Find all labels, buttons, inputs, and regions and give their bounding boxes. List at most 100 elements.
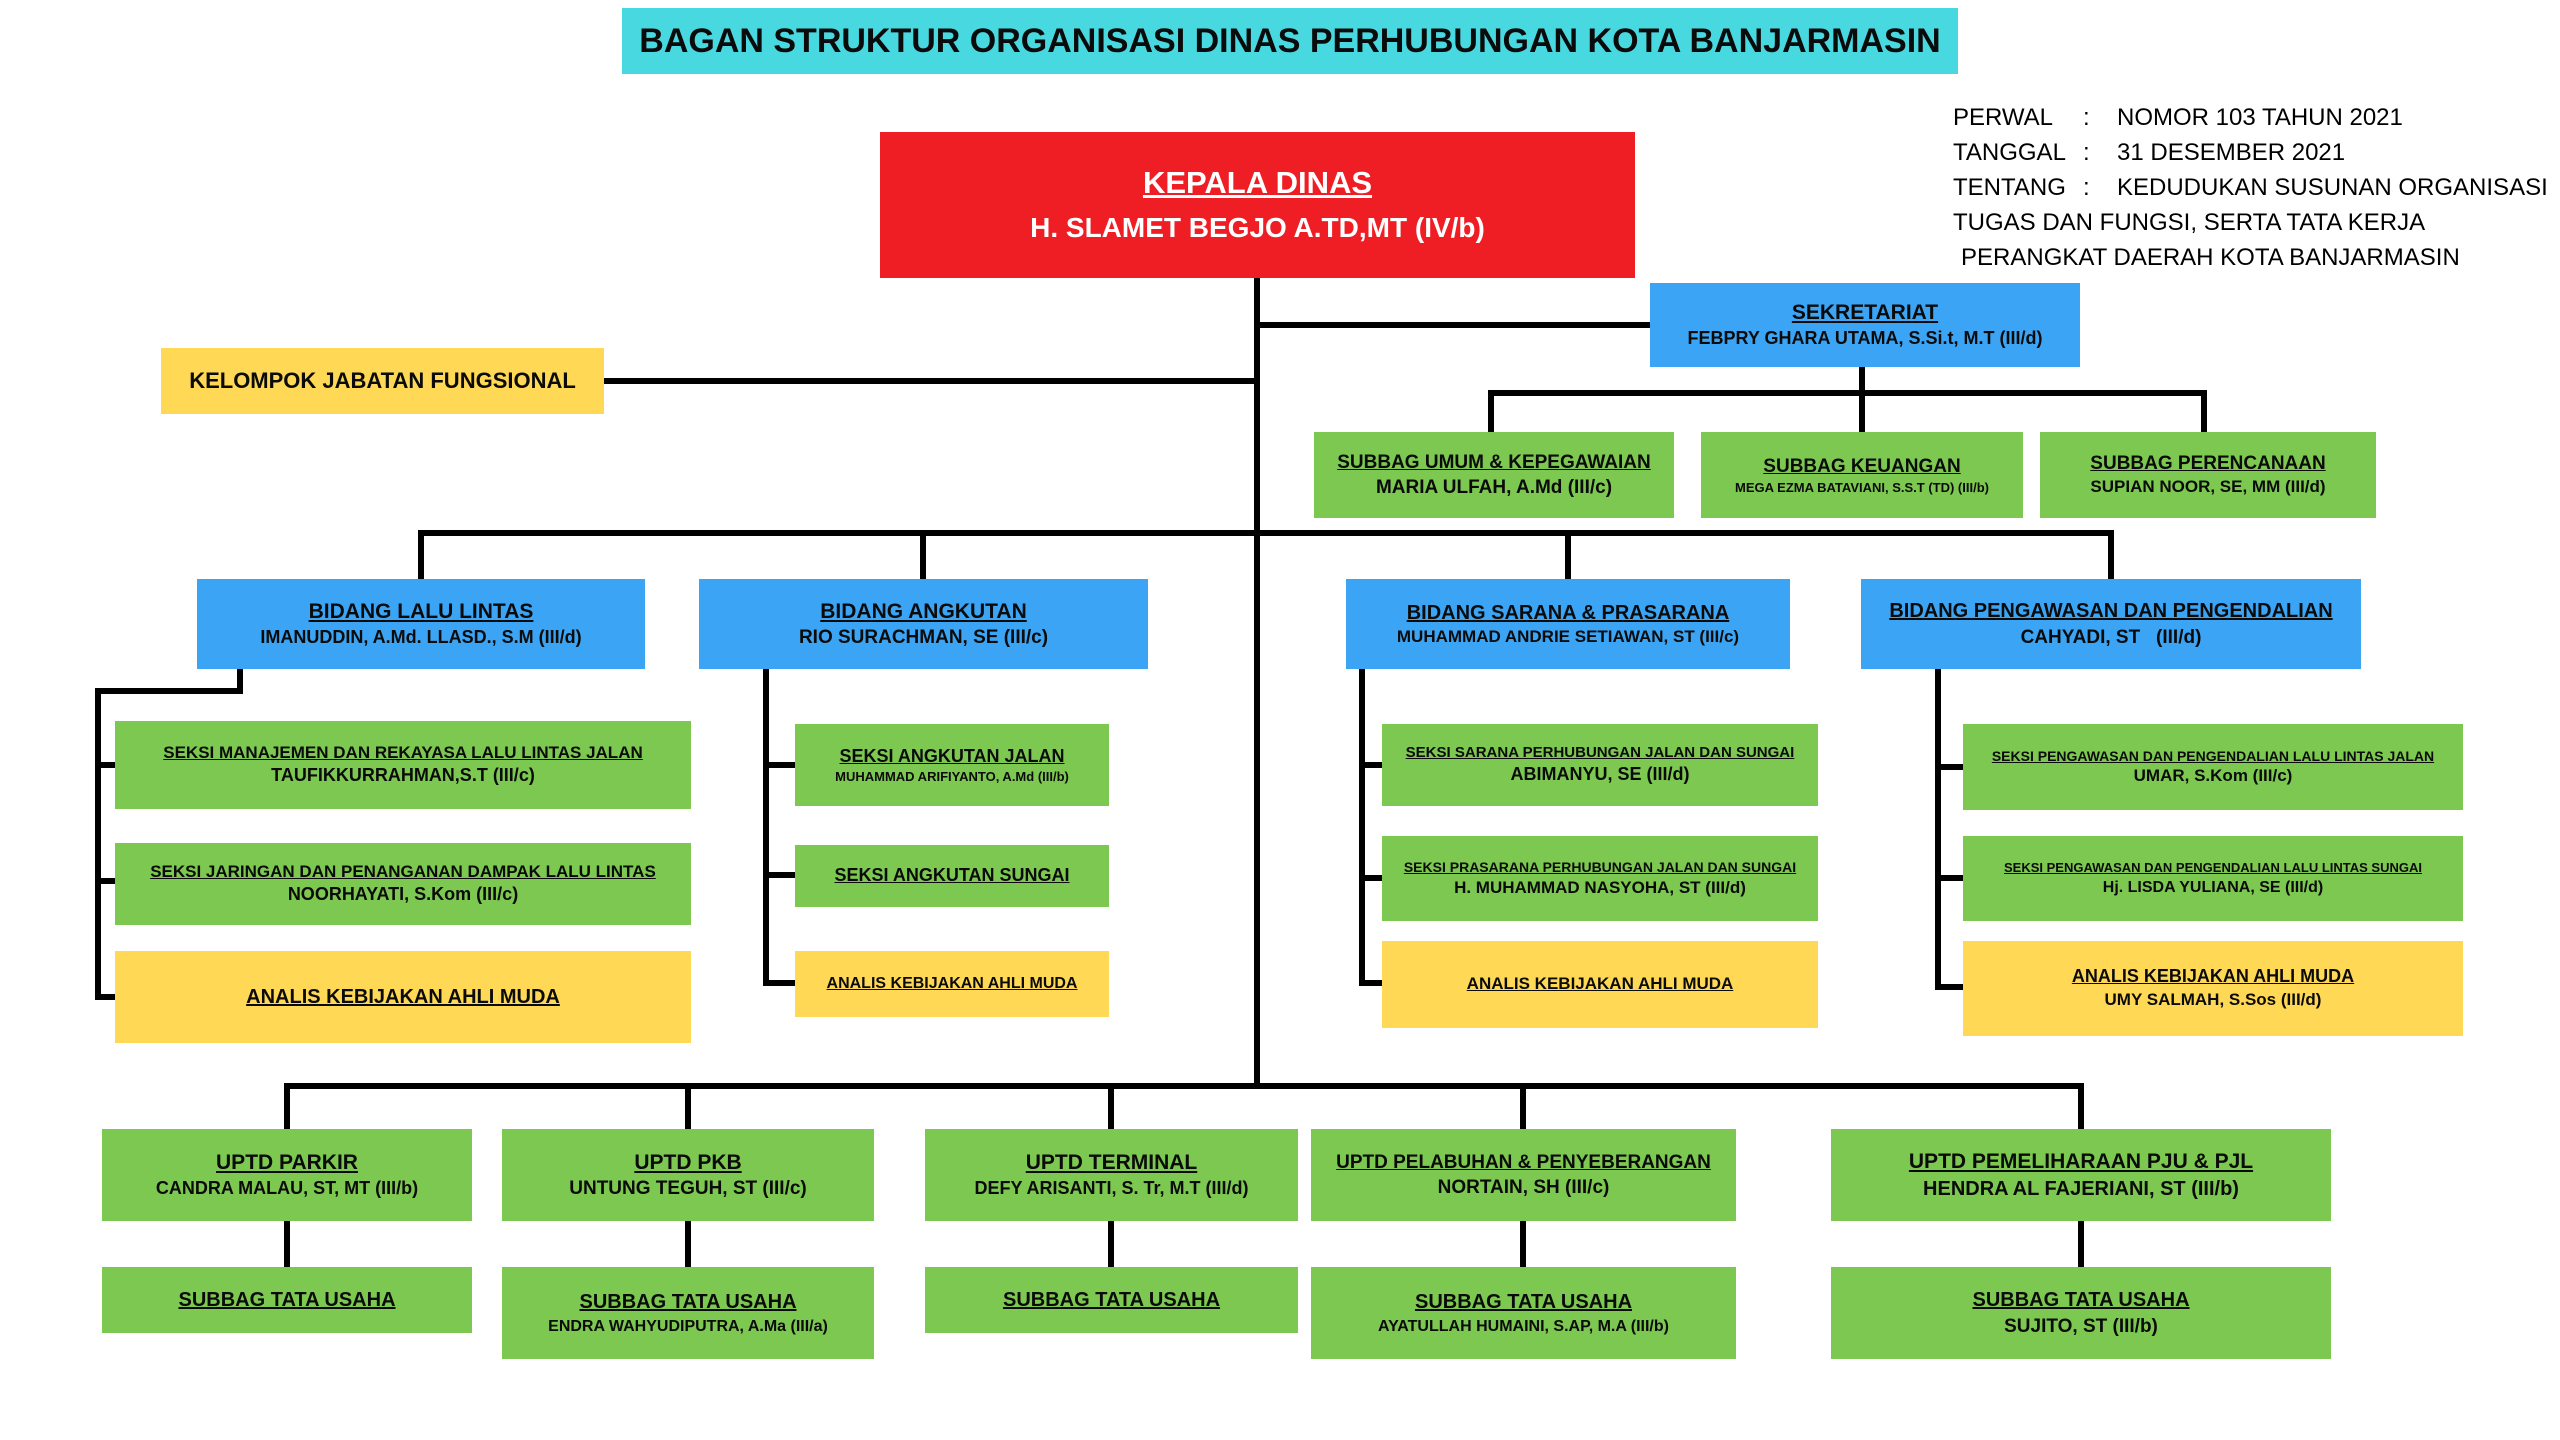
- legal-label: TENTANG: [1953, 174, 2066, 201]
- node-title: SUBBAG TATA USAHA: [579, 1291, 797, 1314]
- node-name: ABIMANYU, SE (III/d): [1510, 764, 1690, 785]
- chart-title: BAGAN STRUKTUR ORGANISASI DINAS PERHUBUN…: [639, 21, 1941, 60]
- node-title: SEKSI MANAJEMEN DAN REKAYASA LALU LINTAS…: [163, 742, 643, 762]
- connector: [1935, 984, 1968, 990]
- connector: [1520, 1215, 1526, 1271]
- node-name: DEFY ARISANTI, S. Tr, M.T (III/d): [974, 1177, 1249, 1198]
- node-sekretariat: SEKRETARIAT FEBPRY GHARA UTAMA, S.Si.t, …: [1650, 283, 2080, 367]
- node-name: H. SLAMET BEGJO A.TD,MT (IV/b): [1030, 211, 1485, 243]
- node-title: SEKRETARIAT: [1791, 301, 1939, 325]
- legal-label: PERWAL: [1953, 104, 2054, 131]
- connector: [95, 762, 121, 768]
- connector: [2078, 1215, 2084, 1271]
- node-name: RIO SURACHMAN, SE (III/c): [798, 627, 1049, 649]
- connector: [95, 994, 121, 1000]
- node-title: UPTD TERMINAL: [1025, 1151, 1198, 1175]
- node-uptd-parkir: UPTD PARKIR CANDRA MALAU, ST, MT (III/b): [102, 1129, 472, 1221]
- node-tu-pkb: SUBBAG TATA USAHA ENDRA WAHYUDIPUTRA, A.…: [502, 1267, 874, 1359]
- node-title: UPTD PELABUHAN & PENYEBERANGAN: [1336, 1151, 1711, 1173]
- connector: [284, 1215, 290, 1271]
- connector: [1488, 390, 2207, 396]
- node-analis-lalu-lintas: ANALIS KEBIJAKAN AHLI MUDA: [115, 951, 691, 1043]
- node-seksi-sarana: SEKSI SARANA PERHUBUNGAN JALAN DAN SUNGA…: [1382, 724, 1818, 806]
- node-name: ENDRA WAHYUDIPUTRA, A.Ma (III/a): [548, 1317, 828, 1335]
- node-tu-terminal: SUBBAG TATA USAHA: [925, 1267, 1298, 1333]
- node-seksi-jaringan-dampak: SEKSI JARINGAN DAN PENANGANAN DAMPAK LAL…: [115, 843, 691, 925]
- connector: [1359, 762, 1387, 768]
- legal-colon: :: [2083, 139, 2090, 166]
- chart-title-banner: BAGAN STRUKTUR ORGANISASI DINAS PERHUBUN…: [622, 8, 1958, 74]
- node-title: UPTD PKB: [634, 1150, 742, 1174]
- connector: [763, 872, 799, 878]
- node-name: NORTAIN, SH (III/c): [1437, 1177, 1610, 1198]
- node-title: SEKSI ANGKUTAN JALAN: [839, 745, 1065, 766]
- node-name: NOORHAYATI, S.Kom (III/c): [287, 884, 519, 905]
- legal-colon: :: [2083, 104, 2090, 131]
- legal-row-tentang: TENTANG:KEDUDUKAN SUSUNAN ORGANISASI: [1953, 170, 2553, 205]
- connector: [1565, 530, 1571, 585]
- connector: [95, 688, 243, 694]
- node-tu-pju-pjl: SUBBAG TATA USAHA SUJITO, ST (III/b): [1831, 1267, 2331, 1359]
- legal-label: TANGGAL: [1953, 139, 2066, 166]
- node-analis-angkutan: ANALIS KEBIJAKAN AHLI MUDA: [795, 951, 1109, 1017]
- node-title: SEKSI PENGAWASAN DAN PENGENDALIAN LALU L…: [2004, 860, 2422, 876]
- node-title: KEPALA DINAS: [1142, 165, 1373, 201]
- node-bidang-sarana-prasarana: BIDANG SARANA & PRASARANA MUHAMMAD ANDRI…: [1346, 579, 1790, 669]
- node-seksi-manajemen-rekayasa: SEKSI MANAJEMEN DAN REKAYASA LALU LINTAS…: [115, 721, 691, 809]
- node-title: ANALIS KEBIJAKAN AHLI MUDA: [2071, 966, 2355, 987]
- node-title: BIDANG PENGAWASAN DAN PENGENDALIAN: [1889, 600, 2333, 623]
- node-title: SUBBAG PERENCANAAN: [2090, 453, 2326, 475]
- node-name: TAUFIKKURRAHMAN,S.T (III/c): [271, 765, 535, 786]
- connector: [1359, 660, 1365, 986]
- connector: [604, 378, 1260, 384]
- node-uptd-pelabuhan: UPTD PELABUHAN & PENYEBERANGAN NORTAIN, …: [1311, 1129, 1736, 1221]
- connector: [1935, 660, 1941, 990]
- node-bidang-angkutan: BIDANG ANGKUTAN RIO SURACHMAN, SE (III/c…: [699, 579, 1148, 669]
- node-name: FEBPRY GHARA UTAMA, S.Si.t, M.T (III/d): [1687, 327, 2043, 348]
- node-uptd-pkb: UPTD PKB UNTUNG TEGUH, ST (III/c): [502, 1129, 874, 1221]
- node-name: MARIA ULFAH, A.Md (III/c): [1375, 477, 1613, 498]
- node-kelompok-jabatan-fungsional: KELOMPOK JABATAN FUNGSIONAL: [161, 348, 604, 414]
- node-title: SEKSI PENGAWASAN DAN PENGENDALIAN LALU L…: [1991, 747, 2435, 764]
- node-title: UPTD PARKIR: [216, 1151, 358, 1175]
- node-name: UMY SALMAH, S.Sos (III/d): [2104, 990, 2322, 1010]
- connector: [1520, 1083, 1526, 1133]
- connector: [1108, 1083, 1114, 1133]
- node-seksi-prasarana: SEKSI PRASARANA PERHUBUNGAN JALAN DAN SU…: [1382, 836, 1818, 921]
- node-name: CAHYADI, ST (III/d): [2020, 626, 2202, 648]
- legal-value: NOMOR 103 TAHUN 2021: [2117, 104, 2403, 131]
- node-bidang-pengawasan-pengendalian: BIDANG PENGAWASAN DAN PENGENDALIAN CAHYA…: [1861, 579, 2361, 669]
- node-seksi-angkutan-jalan: SEKSI ANGKUTAN JALAN MUHAMMAD ARIFIYANTO…: [795, 724, 1109, 806]
- connector: [1254, 322, 1654, 328]
- node-tu-pelabuhan: SUBBAG TATA USAHA AYATULLAH HUMAINI, S.A…: [1311, 1267, 1736, 1359]
- connector: [284, 1083, 2084, 1089]
- node-subbag-perencanaan: SUBBAG PERENCANAAN SUPIAN NOOR, SE, MM (…: [2040, 432, 2376, 518]
- node-uptd-pju-pjl: UPTD PEMELIHARAAN PJU & PJL HENDRA AL FA…: [1831, 1129, 2331, 1221]
- node-name: AYATULLAH HUMAINI, S.AP, M.A (III/b): [1378, 1317, 1669, 1335]
- node-tu-parkir: SUBBAG TATA USAHA: [102, 1267, 472, 1333]
- node-title: SUBBAG TATA USAHA: [1972, 1289, 2190, 1312]
- node-title: SUBBAG TATA USAHA: [1002, 1288, 1221, 1311]
- connector: [1359, 980, 1387, 986]
- node-title: ANALIS KEBIJAKAN AHLI MUDA: [1466, 974, 1734, 994]
- connector: [1935, 764, 1968, 770]
- connector: [2201, 390, 2207, 438]
- connector: [2078, 1083, 2084, 1133]
- node-name: CANDRA MALAU, ST, MT (III/b): [155, 1177, 419, 1198]
- node-name: Hj. LISDA YULIANA, SE (III/d): [2102, 878, 2324, 896]
- node-name: HENDRA AL FAJERIANI, ST (III/b): [1923, 1177, 2239, 1200]
- node-title: BIDANG LALU LINTAS: [308, 600, 534, 624]
- node-analis-pengawasan: ANALIS KEBIJAKAN AHLI MUDA UMY SALMAH, S…: [1963, 941, 2463, 1036]
- node-title: SEKSI JARINGAN DAN PENANGANAN DAMPAK LAL…: [150, 861, 656, 881]
- node-name: UNTUNG TEGUH, ST (III/c): [569, 1178, 807, 1200]
- connector: [763, 762, 799, 768]
- connector: [1935, 875, 1968, 881]
- node-title: SUBBAG UMUM & KEPEGAWAIAN: [1337, 451, 1651, 473]
- node-title: SEKSI PRASARANA PERHUBUNGAN JALAN DAN SU…: [1403, 859, 1797, 876]
- legal-row-perwal: PERWAL: NOMOR 103 TAHUN 2021: [1953, 100, 2553, 135]
- node-title: BIDANG ANGKUTAN: [820, 599, 1027, 623]
- connector: [418, 530, 424, 585]
- node-title: SUBBAG KEUANGAN: [1763, 455, 1961, 477]
- legal-row-tanggal: TANGGAL:31 DESEMBER 2021: [1953, 135, 2553, 170]
